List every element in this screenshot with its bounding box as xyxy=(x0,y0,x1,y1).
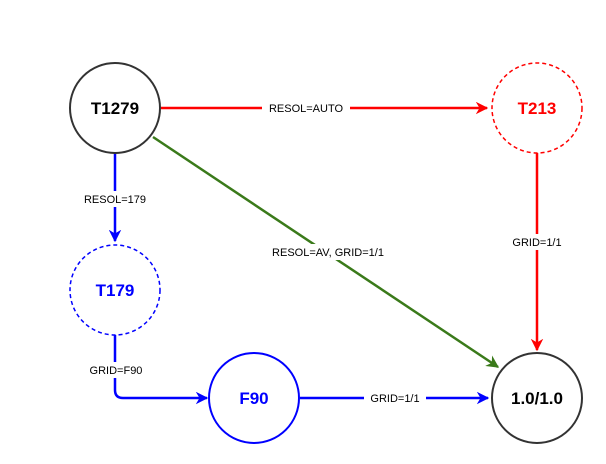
edge-label-resol-av-grid: RESOL=AV, GRID=1/1 xyxy=(272,247,384,259)
edge-label-grid-f90: GRID=F90 xyxy=(90,365,143,377)
edge-t1279-to-t213: RESOL=AUTO xyxy=(161,100,489,116)
edge-t213-to-target: GRID=1/1 xyxy=(506,153,568,352)
node-target: 1.0/1.0 xyxy=(491,352,583,444)
edge-label-grid-1-1-blue: GRID=1/1 xyxy=(370,393,419,405)
node-label-t1279: T1279 xyxy=(91,99,139,118)
node-t1279: T1279 xyxy=(69,62,161,154)
node-label-f90: F90 xyxy=(239,389,268,408)
node-label-t213: T213 xyxy=(518,99,557,118)
edge-f90-to-target: GRID=1/1 xyxy=(300,390,490,406)
edge-t179-to-f90: GRID=F90 xyxy=(83,335,209,405)
node-f90: F90 xyxy=(208,352,300,444)
node-t213: T213 xyxy=(491,62,583,154)
node-t179: T179 xyxy=(69,244,161,336)
edge-label-resol-auto: RESOL=AUTO xyxy=(269,103,344,115)
edge-t1279-to-target: RESOL=AV, GRID=1/1 xyxy=(152,135,500,369)
node-label-target: 1.0/1.0 xyxy=(511,389,563,408)
node-label-t179: T179 xyxy=(96,281,135,300)
edge-label-grid-1-1-red: GRID=1/1 xyxy=(512,237,561,249)
edge-label-resol-179: RESOL=179 xyxy=(84,194,146,206)
edge-t1279-to-t179: RESOL=179 xyxy=(78,153,152,243)
